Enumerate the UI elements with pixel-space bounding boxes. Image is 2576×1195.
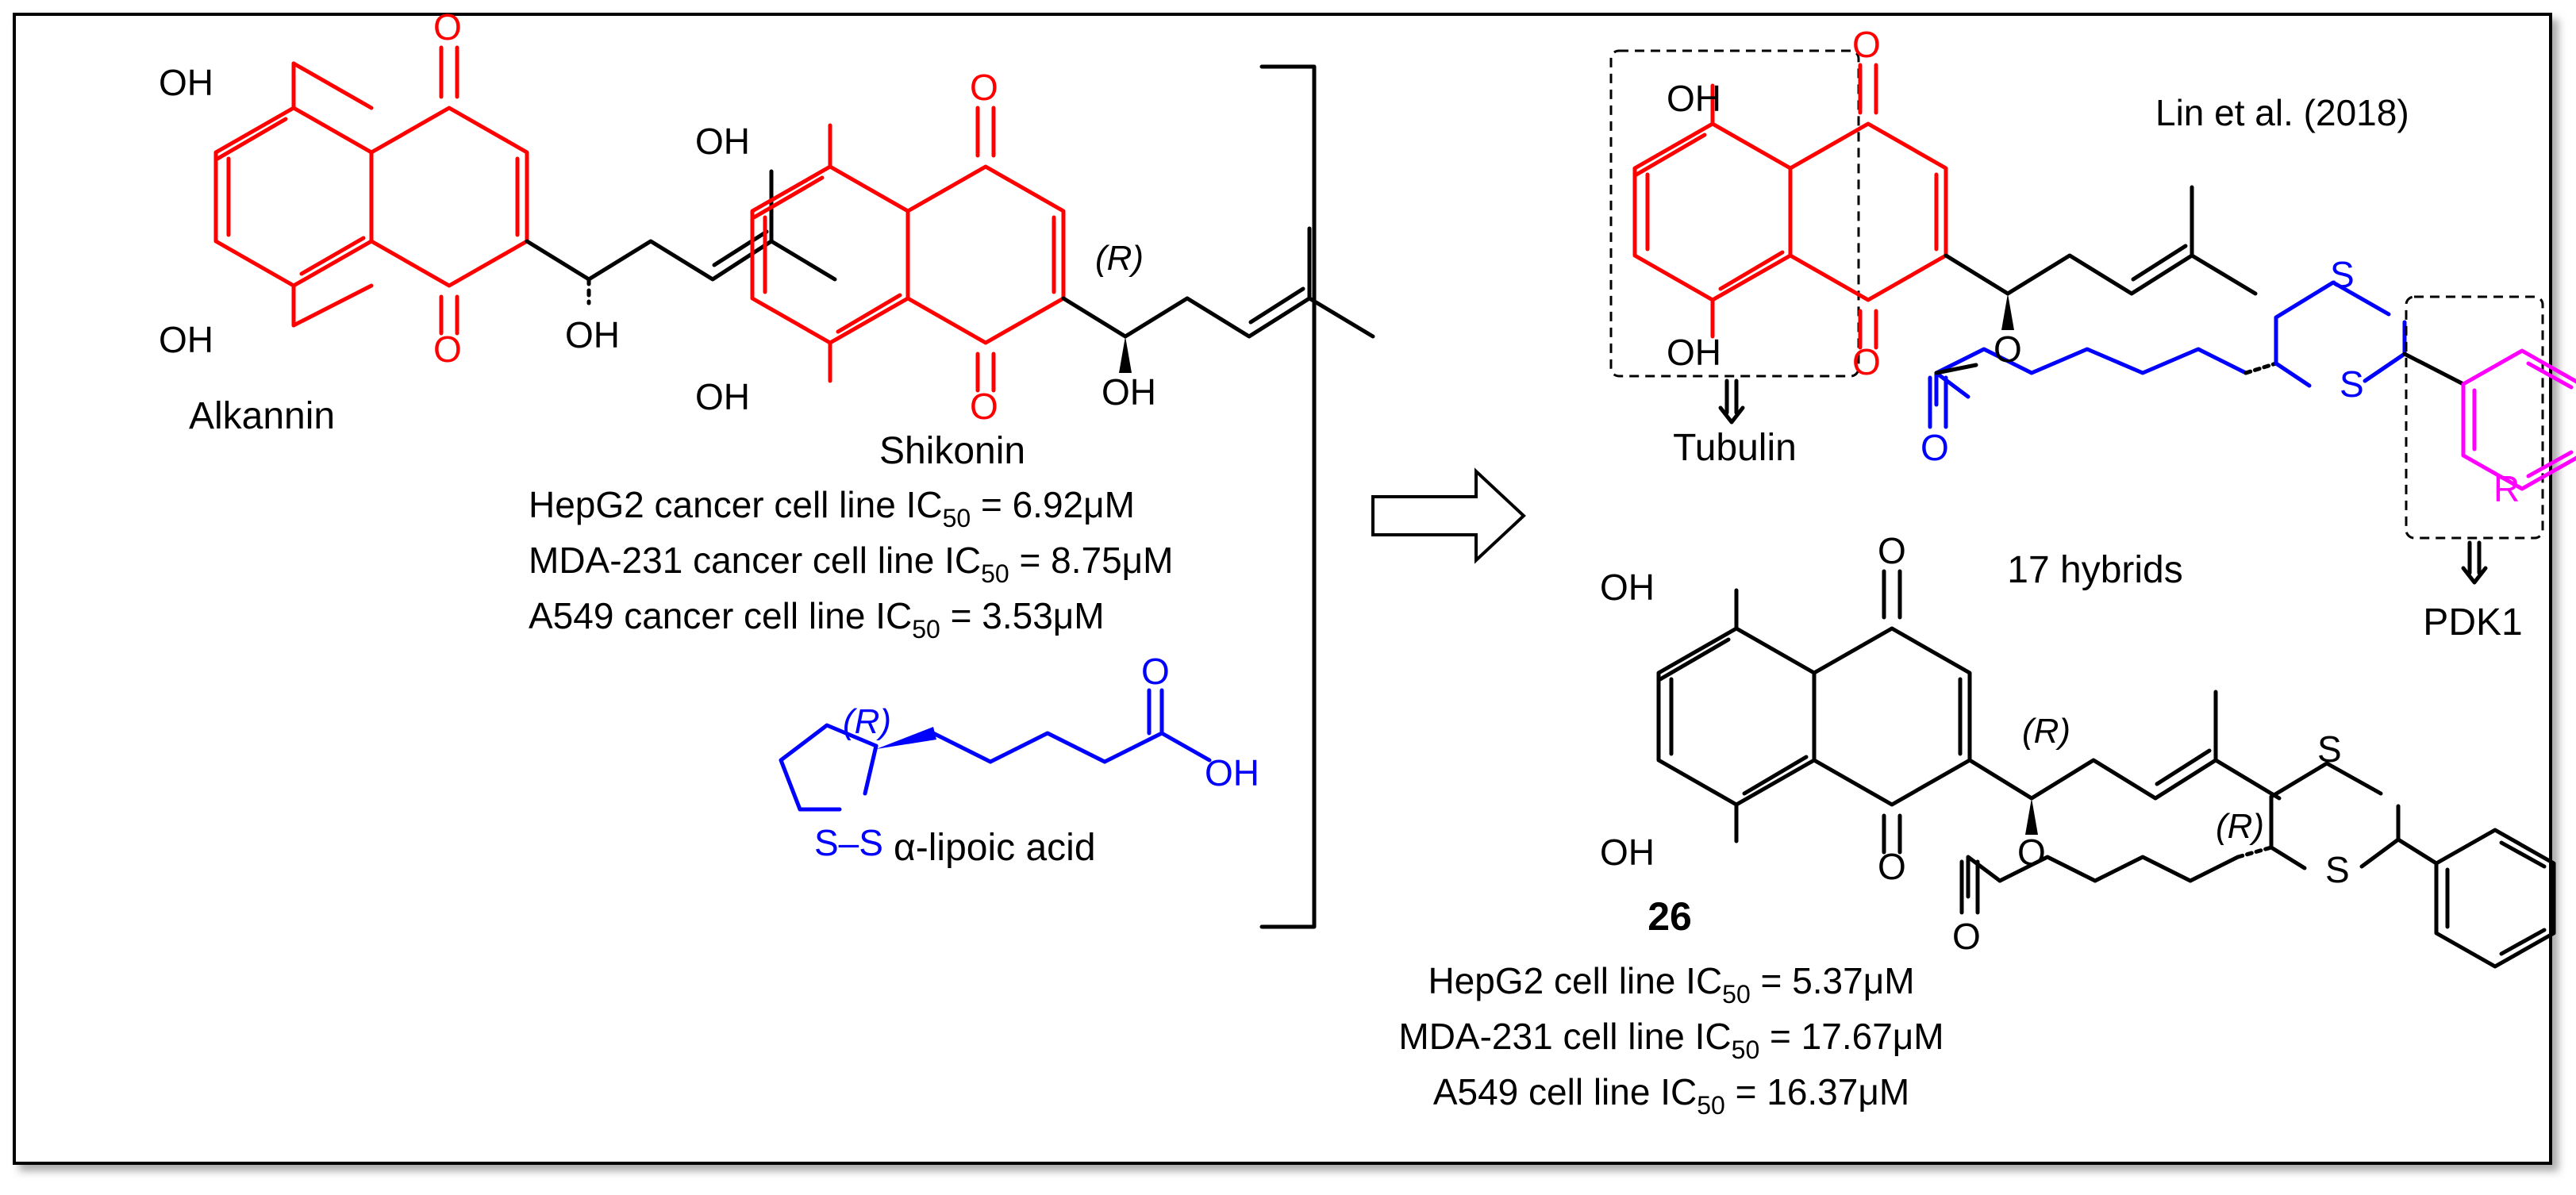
alkannin-oh-side: OH	[565, 314, 620, 355]
c26-stereo-label-2: (R)	[2216, 807, 2264, 846]
figure-frame	[13, 13, 2552, 1165]
shikonin-o-bottom: O	[970, 386, 998, 427]
shikonin-oh-side: OH	[1102, 371, 1156, 413]
c26-stereo-label-1: (R)	[2022, 712, 2070, 751]
c26-o-top: O	[1878, 530, 1906, 571]
hybrid-carbonyl-o: O	[1920, 427, 1949, 468]
lipoic-acid-name: α-lipoic acid	[894, 827, 1096, 869]
compound26-ic50-list: HepG2 cell line IC50 = 5.37μM MDA-231 ce…	[1398, 960, 1944, 1120]
shikonin-oh-bottom: OH	[695, 376, 750, 417]
lipoic-o-label: O	[1141, 651, 1170, 692]
citation: Lin et al. (2018)	[2155, 92, 2409, 133]
alkannin-oh-top: OH	[159, 62, 213, 103]
shikonin-ic50-list: HepG2 cancer cell line IC50 = 6.92μM MDA…	[529, 484, 1173, 644]
c26-ic50-hepg2: HepG2 cell line IC50 = 5.37μM	[1428, 960, 1914, 1009]
alkannin-oh-bottom: OH	[159, 319, 213, 360]
hybrid-o-bottom: O	[1852, 341, 1881, 382]
c26-s-bottom: S	[2325, 849, 2350, 890]
hybrid-structure	[1632, 63, 2466, 429]
pdk1-label: PDK1	[2423, 601, 2522, 644]
hybrids-count: 17 hybrids	[2007, 549, 2182, 591]
shikonin-o-top: O	[970, 67, 998, 108]
reaction-arrow	[1371, 467, 1526, 564]
compound26-id: 26	[1647, 894, 1692, 939]
tubulin-label: Tubulin	[1673, 427, 1797, 469]
hybrid-s-top: S	[2330, 254, 2355, 295]
alkannin-structure	[213, 45, 837, 336]
c26-ic50-a549: A549 cell line IC50 = 16.37μM	[1433, 1071, 1909, 1120]
c26-ic50-mda231: MDA-231 cell line IC50 = 17.67μM	[1398, 1016, 1944, 1064]
hybrid-oh-bottom: OH	[1667, 332, 1721, 373]
hybrid-oh-top: OH	[1667, 78, 1721, 119]
lipoic-oh-label: OH	[1205, 752, 1259, 793]
hybrid-r-substituent: R	[2493, 468, 2520, 509]
shikonin-ic50-hepg2: HepG2 cancer cell line IC50 = 6.92μM	[529, 484, 1135, 532]
c26-ester-o: O	[2017, 832, 2046, 873]
lipoic-acid-structure	[779, 688, 1212, 812]
tubulin-arrow	[1718, 378, 1745, 425]
hybrid-s-bottom: S	[2340, 363, 2364, 405]
pdk1-arrow	[2461, 540, 2488, 585]
tubulin-box	[1609, 49, 1860, 378]
shikonin-ic50-a549: A549 cancer cell line IC50 = 3.53μM	[529, 595, 1105, 644]
shikonin-structure	[750, 106, 1375, 393]
hybrid-ester-o: O	[1994, 329, 2022, 370]
bracket	[1259, 64, 1317, 929]
lipoic-stereo-label: (R)	[843, 702, 891, 741]
c26-oh-bottom: OH	[1600, 832, 1655, 873]
shikonin-name: Shikonin	[879, 430, 1025, 472]
lipoic-disulfide-label: S–S	[814, 822, 883, 863]
alkannin-o-bottom: O	[433, 329, 462, 370]
c26-o-bottom: O	[1878, 846, 1906, 887]
c26-s-top: S	[2317, 728, 2342, 770]
shikonin-stereo-label: (R)	[1095, 239, 1144, 278]
shikonin-oh-top: OH	[695, 121, 750, 162]
hybrid-aryl-ring	[2461, 348, 2576, 491]
hybrid-o-top: O	[1852, 24, 1881, 65]
alkannin-o-top: O	[433, 6, 462, 48]
compound26-structure	[1656, 569, 2556, 969]
c26-carbonyl-o: O	[1952, 916, 1981, 957]
c26-oh-top: OH	[1600, 567, 1655, 608]
alkannin-name: Alkannin	[189, 395, 335, 437]
pdk1-box	[2405, 295, 2544, 540]
shikonin-ic50-mda231: MDA-231 cancer cell line IC50 = 8.75μM	[529, 540, 1173, 588]
